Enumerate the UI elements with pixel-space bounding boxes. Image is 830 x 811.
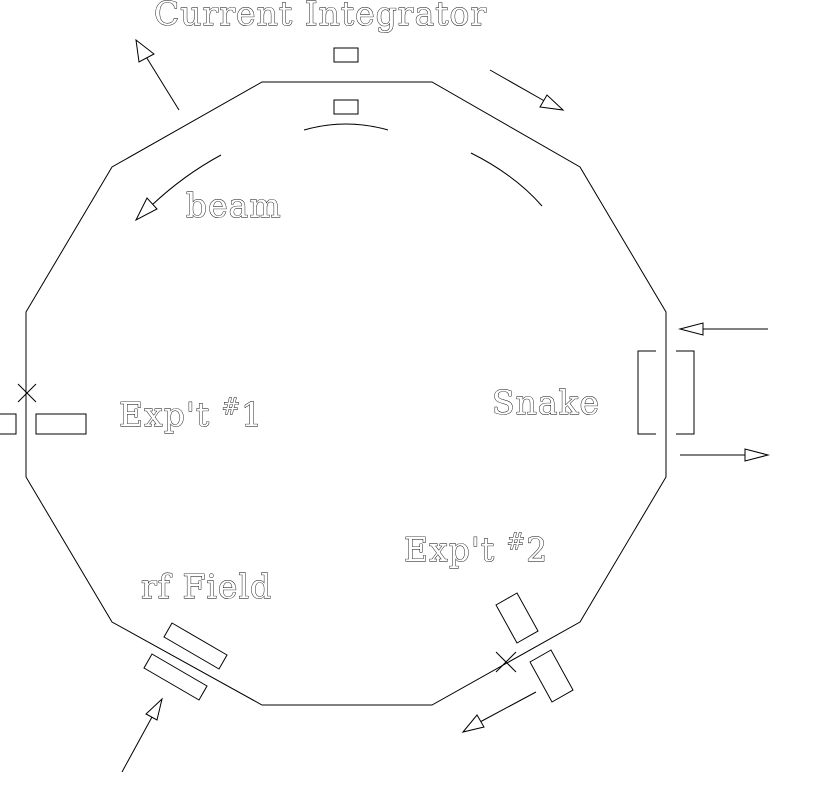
exp2-label: Exp't #2	[404, 530, 548, 569]
beam-arrowhead-icon	[134, 197, 158, 222]
exp1-cross-b	[17, 383, 37, 403]
current-integrator-label: Current Integrator	[154, 0, 487, 33]
rf-field-arrow-shaft	[121, 716, 153, 773]
beam-direction-arc	[151, 154, 222, 206]
snake-bracket-right	[676, 350, 695, 435]
snake-bracket-left	[637, 350, 656, 435]
storage-ring	[25, 81, 667, 706]
beam-label: beam	[186, 186, 282, 225]
right-arc	[470, 152, 543, 207]
exp1-detector-left	[0, 413, 17, 435]
rf-field-label: rf Field	[141, 567, 272, 606]
exp1-label: Exp't #1	[119, 395, 263, 434]
exp2-cross-b	[495, 651, 517, 673]
current-integrator-box-inner	[333, 99, 359, 115]
exp2-arrow-shaft	[479, 691, 537, 723]
exp2-arrowhead-icon	[461, 714, 485, 733]
rf-field-arrowhead-icon	[145, 697, 163, 721]
snake-in-arrowhead-icon	[678, 322, 704, 336]
current-integrator-arc	[303, 123, 389, 131]
rf-field-plate-lower	[143, 653, 208, 701]
top-left-arrow-shaft	[144, 54, 180, 111]
top-right-arrowhead-icon	[539, 94, 565, 111]
top-right-arrow-shaft	[489, 69, 549, 104]
current-integrator-box-outer	[333, 47, 359, 63]
exp2-detector-upper	[495, 592, 539, 644]
exp2-detector-lower	[529, 649, 574, 703]
snake-label: Snake	[492, 383, 600, 422]
snake-out-arrowhead-icon	[744, 448, 770, 462]
top-left-arrowhead-icon	[135, 38, 155, 63]
exp1-detector-right	[35, 413, 87, 435]
rf-field-plate-upper	[163, 622, 228, 670]
